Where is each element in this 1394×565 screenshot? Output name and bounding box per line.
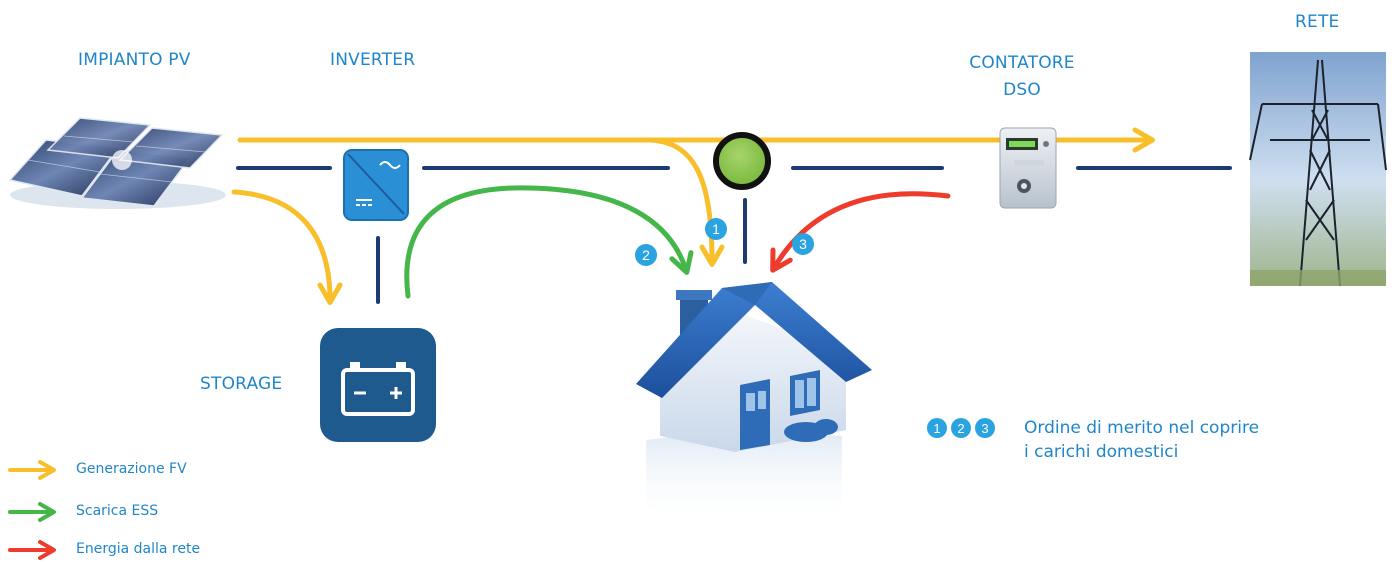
merit-note: Ordine di merito nel coprire i carichi d… (1024, 416, 1259, 464)
legend-label-ess: Scarica ESS (76, 503, 158, 519)
storage-label: STORAGE (200, 374, 282, 394)
grid-label: RETE (1295, 12, 1339, 32)
inverter-icon (344, 150, 408, 220)
svg-text:2: 2 (957, 421, 964, 436)
connection-node (716, 135, 768, 187)
svg-text:3: 3 (799, 236, 807, 252)
meter-label-line2: DSO (962, 77, 1082, 104)
pv-to-house-arrow (650, 140, 712, 262)
power-pylon-icon (1250, 52, 1386, 286)
svg-text:3: 3 (981, 421, 988, 436)
svg-text:1: 1 (712, 221, 720, 237)
legend-arrows (10, 470, 52, 550)
solar-panels-icon (10, 118, 226, 209)
badge-3: 3 (792, 233, 814, 255)
merit-badges: 1 2 3 (927, 418, 995, 438)
svg-text:1: 1 (933, 421, 940, 436)
house-icon (636, 282, 872, 528)
badge-1: 1 (705, 218, 727, 240)
pv-label: IMPIANTO PV (78, 50, 191, 70)
badge-2: 2 (635, 244, 657, 266)
electric-meter-icon (1000, 128, 1056, 208)
meter-label: CONTATORE DSO (962, 50, 1082, 104)
legend-label-grid: Energia dalla rete (76, 541, 200, 557)
battery-icon (320, 328, 436, 442)
meter-label-line1: CONTATORE (962, 50, 1082, 77)
legend-label-pv: Generazione FV (76, 461, 187, 477)
pv-to-storage-arrow (234, 192, 330, 300)
inverter-label: INVERTER (330, 50, 415, 70)
merit-note-line2: i carichi domestici (1024, 440, 1259, 464)
svg-text:2: 2 (642, 247, 650, 263)
merit-note-line1: Ordine di merito nel coprire (1024, 416, 1259, 440)
storage-to-house-arrow (407, 188, 686, 296)
grid-to-house-arrow (774, 194, 948, 268)
